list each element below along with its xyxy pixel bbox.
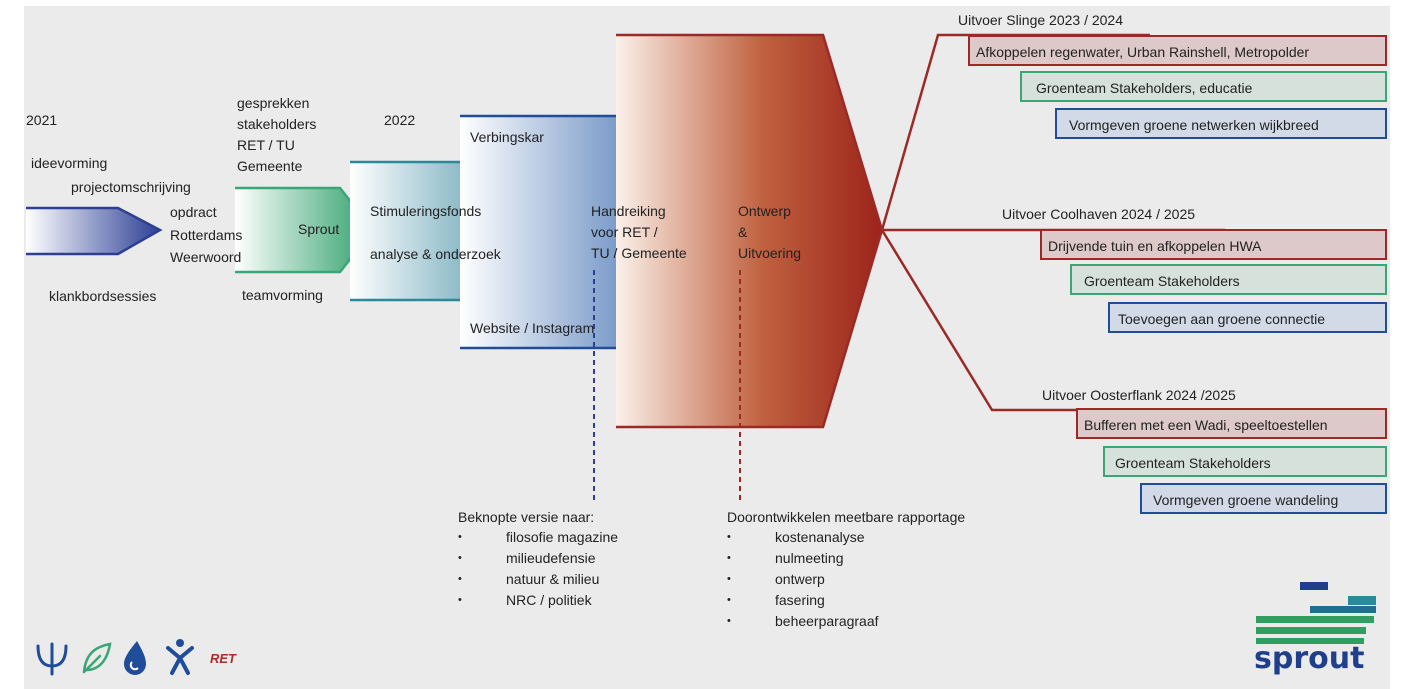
notes-left-item: natuur & milieu xyxy=(458,569,618,590)
notes-left-heading: Beknopte versie naar: xyxy=(458,509,595,525)
leaf-icon xyxy=(82,642,112,674)
handreiking-label-1: Handreiking xyxy=(591,203,666,219)
handreiking-label-3: TU / Gemeente xyxy=(591,245,687,261)
sprout-logo-bar xyxy=(1300,582,1328,590)
sprout-logo-bar xyxy=(1256,616,1374,623)
sprout-phase-label: Sprout xyxy=(298,221,340,237)
oosterflank-item-3: Vormgeven groene wandeling xyxy=(1140,483,1387,514)
ret-tu-label: RET / TU xyxy=(237,137,295,153)
sprout-phase-arrow xyxy=(235,188,373,272)
opdract-label: opdract xyxy=(170,204,217,220)
gesprekken-label: gesprekken xyxy=(237,95,310,111)
sprout-logo: sprout xyxy=(1250,580,1380,680)
teamvorming-label: teamvorming xyxy=(242,287,323,303)
ontwerp-label-2: & xyxy=(738,224,748,240)
phase-2021-arrow-outline xyxy=(26,206,163,256)
year-2021-label: 2021 xyxy=(26,112,58,128)
oosterflank-item-1: Bufferen met een Wadi, speeltoestellen xyxy=(1076,408,1387,439)
notes-right-list: kostenanalyse nulmeeting ontwerp faserin… xyxy=(727,527,879,632)
sprout-logo-text: sprout xyxy=(1254,641,1365,676)
notes-left-item: milieudefensie xyxy=(458,548,618,569)
coolhaven-item-1: Drijvende tuin en afkoppelen HWA xyxy=(1040,229,1387,260)
ideevorming-label: ideevorming xyxy=(31,155,108,171)
notes-right-item: nulmeeting xyxy=(727,548,879,569)
slinge-item-3: Vormgeven groene netwerken wijkbreed xyxy=(1055,108,1387,139)
sprout-logo-bar xyxy=(1348,596,1376,605)
branch-title-coolhaven: Uitvoer Coolhaven 2024 / 2025 xyxy=(1002,206,1196,222)
psi-icon xyxy=(36,642,68,676)
ontwerp-label-3: Uitvoering xyxy=(738,245,802,261)
phase-2021-arrow xyxy=(26,208,160,254)
slinge-item-2: Groenteam Stakeholders, educatie xyxy=(1020,71,1387,102)
uitvoering-phase-arrow xyxy=(616,35,882,427)
ret-logo: RET xyxy=(210,651,236,666)
analyse-label: analyse & onderzoek xyxy=(370,246,501,262)
coolhaven-item-2: Groenteam Stakeholders xyxy=(1070,264,1387,295)
website-label: Website / Instagram xyxy=(470,320,595,336)
slinge-item-1: Afkoppelen regenwater, Urban Rainshell, … xyxy=(968,35,1387,66)
notes-left-item: filosofie magazine xyxy=(458,527,618,548)
ontwerp-label-1: Ontwerp xyxy=(738,203,791,219)
sprout-logo-bar xyxy=(1256,638,1364,644)
water-drop-icon xyxy=(124,641,146,675)
notes-left-item: NRC / politiek xyxy=(458,590,618,611)
oosterflank-item-2: Groenteam Stakeholders xyxy=(1103,446,1387,477)
notes-right-item: fasering xyxy=(727,590,879,611)
sprout-logo-bar xyxy=(1256,627,1366,634)
sprout-logo-bar xyxy=(1310,606,1376,613)
stakeholders-label: stakeholders xyxy=(237,116,317,132)
coolhaven-item-3: Toevoegen aan groene connectie xyxy=(1108,302,1387,333)
branch-title-oosterflank: Uitvoer Oosterflank 2024 /2025 xyxy=(1042,387,1236,403)
rotterdams-label: Rotterdams xyxy=(170,227,243,243)
person-icon xyxy=(166,639,194,675)
notes-right-heading: Doorontwikkelen meetbare rapportage xyxy=(727,509,966,525)
projectomschrijving-label: projectomschrijving xyxy=(71,179,191,195)
notes-right-item: beheerparagraaf xyxy=(727,611,879,632)
handreiking-label-2: voor RET / xyxy=(591,224,658,240)
stimuleringsfonds-label: Stimuleringsfonds xyxy=(370,203,482,219)
weerwoord-label: Weerwoord xyxy=(170,249,242,265)
notes-right-item: ontwerp xyxy=(727,569,879,590)
year-2022-label: 2022 xyxy=(384,112,416,128)
verbingskar-label: Verbingskar xyxy=(470,129,544,145)
notes-right-item: kostenanalyse xyxy=(727,527,879,548)
branch-title-slinge: Uitvoer Slinge 2023 / 2024 xyxy=(958,12,1123,28)
gemeente-label: Gemeente xyxy=(237,158,303,174)
klankbordsessies-label: klankbordsessies xyxy=(49,288,157,304)
notes-left-list: filosofie magazine milieudefensie natuur… xyxy=(458,527,618,611)
